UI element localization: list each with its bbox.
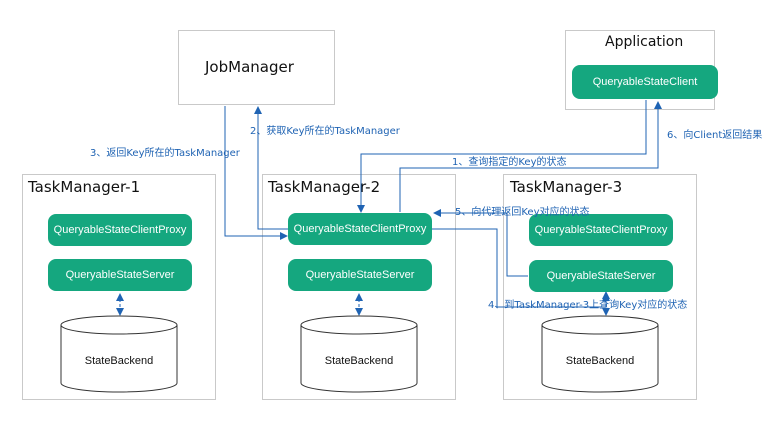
taskmanager-3-title: TaskManager-3 — [510, 178, 623, 196]
taskmanager-2-title: TaskManager-2 — [268, 178, 381, 196]
jobmanager-title: JobManager — [205, 58, 294, 76]
arrow-step-3 — [224, 106, 288, 240]
tm3-statebackend-label: StateBackend — [566, 355, 635, 367]
taskmanager-1-title: TaskManager-1 — [28, 178, 141, 196]
arrow-step-1 — [357, 100, 647, 213]
step-3-label: 3、返回Key所在的TaskManager — [90, 148, 240, 159]
arrow-step-2 — [254, 106, 289, 230]
tm1-state-server: QueryableStateServer — [48, 259, 192, 291]
tm3-client-proxy: QueryableStateClientProxy — [529, 214, 673, 246]
step-6-label: 6、向Client返回结果 — [667, 130, 763, 141]
arrow-step-5 — [433, 209, 528, 277]
tm3-statebackend-cylinder: StateBackend — [541, 315, 659, 393]
arrow-step-6 — [399, 101, 662, 212]
step-1-label: 1、查询指定的Key的状态 — [452, 157, 567, 168]
jobmanager-box — [178, 30, 335, 105]
tm2-client-proxy: QueryableStateClientProxy — [288, 213, 432, 245]
application-title: Application — [605, 34, 684, 50]
tm3-state-server: QueryableStateServer — [529, 260, 673, 292]
application-queryable-state-client: QueryableStateClient — [572, 65, 718, 99]
step-2-label: 2、获取Key所在的TaskManager — [250, 126, 400, 137]
step-5-label: 5、向代理返回Key对应的状态 — [455, 207, 590, 218]
tm1-statebackend-label: StateBackend — [85, 355, 154, 367]
tm2-statebackend-label: StateBackend — [325, 355, 394, 367]
tm1-statebackend-cylinder: StateBackend — [60, 315, 178, 393]
tm1-client-proxy: QueryableStateClientProxy — [48, 214, 192, 246]
tm2-statebackend-cylinder: StateBackend — [300, 315, 418, 393]
tm2-state-server: QueryableStateServer — [288, 259, 432, 291]
step-4-label: 4、到TaskManager-3上查询Key对应的状态 — [488, 300, 688, 311]
